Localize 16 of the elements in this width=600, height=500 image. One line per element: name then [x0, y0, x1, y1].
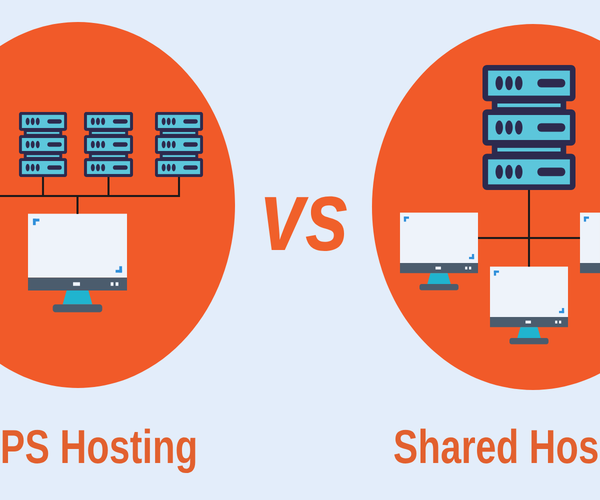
monitor-icon [28, 214, 127, 312]
connector-line [528, 238, 530, 267]
server-icon [155, 112, 203, 177]
connector-line [528, 190, 530, 238]
connector-line [76, 177, 180, 214]
server-icon [19, 112, 67, 177]
monitor-icon [580, 212, 600, 274]
monitor-icon [490, 266, 568, 344]
connector-line [529, 237, 580, 240]
server-icon [482, 65, 576, 190]
heading: Shared Hos [394, 428, 598, 464]
versus-text: vs [264, 196, 347, 251]
server-icon [84, 112, 133, 177]
heading: PS Hosting [2, 428, 196, 474]
connector-line [478, 237, 529, 239]
monitor-icon [400, 212, 478, 290]
